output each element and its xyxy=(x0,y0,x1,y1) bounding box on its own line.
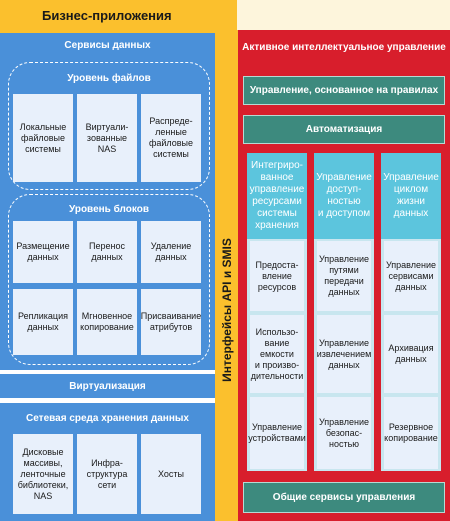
column-card: Резервное копирование xyxy=(384,397,438,469)
file-level-group xyxy=(8,62,210,190)
file-card-label: Локальные файловые системы xyxy=(19,121,67,154)
block-card: Присваивание атрибутов xyxy=(141,289,201,355)
api-smis-label: Интерфейсы API и SMIS xyxy=(219,238,234,382)
file-card-label: Распреде- ленные файловые системы xyxy=(148,116,194,159)
rules-bar: Управление, основанное на правилах xyxy=(243,76,445,105)
column-title: Управление циклом жизни данных xyxy=(383,172,439,219)
column-card: Управление безопас- ностью xyxy=(317,397,371,469)
network-card-label: Инфра- структура сети xyxy=(86,457,128,490)
block-card-label: Присваивание атрибутов xyxy=(140,311,202,332)
block-card-label: Перенос данных xyxy=(89,241,125,262)
file-card: Распреде- ленные файловые системы xyxy=(141,94,201,182)
column-card-label: Резервное копирование xyxy=(384,422,438,443)
file-card: Локальные файловые системы xyxy=(13,94,73,182)
network-card-label: Дисковые массивы, ленточные библиотеки, … xyxy=(17,446,69,501)
block-card-label: Репликация данных xyxy=(18,311,68,332)
network-title: Сетевая среда хранения данных xyxy=(26,412,189,424)
column-card-label: Управление устройствами xyxy=(248,422,306,443)
business-apps-title: Бизнес-приложения xyxy=(42,8,172,23)
block-card: Размещение данных xyxy=(13,221,73,283)
api-smis-column xyxy=(215,33,238,521)
block-level-group xyxy=(8,194,210,365)
column-card-label: Управление извлечением данных xyxy=(316,337,372,370)
network-card: Хосты xyxy=(141,434,201,514)
column-title: Интегриро- ванное управление ресурсами с… xyxy=(249,160,305,231)
active-management-title: Активное интеллектуальное управление xyxy=(242,41,446,53)
column-card: Использо- вание емкости и произво- дител… xyxy=(250,315,304,393)
top-right-background xyxy=(237,0,450,30)
column-card: Управление извлечением данных xyxy=(317,315,371,393)
network-card-label: Хосты xyxy=(158,468,184,479)
block-card: Удаление данных xyxy=(141,221,201,283)
column-card-label: Архивация данных xyxy=(388,343,434,364)
column-card-label: Управление безопас- ностью xyxy=(318,416,370,449)
column-header: Интегриро- ванное управление ресурсами с… xyxy=(247,153,307,239)
virtualization-bar: Виртуализация xyxy=(0,374,215,398)
column-card: Архивация данных xyxy=(384,315,438,393)
file-card-label: Виртуали- зованные NAS xyxy=(85,121,129,154)
block-card-label: Мгновенное копирование xyxy=(80,311,134,332)
column-header: Управление доступ- ностью и доступом xyxy=(314,153,374,239)
block-card: Мгновенное копирование xyxy=(77,289,137,355)
column-card: Управление сервисами данных xyxy=(384,241,438,311)
column-card-label: Предоста- вление ресурсов xyxy=(255,259,299,292)
block-card: Репликация данных xyxy=(13,289,73,355)
automation-bar: Автоматизация xyxy=(243,115,445,144)
column-card-label: Управление путями передачи данных xyxy=(318,254,370,297)
file-level-title: Уровень файлов xyxy=(67,72,151,84)
file-card: Виртуали- зованные NAS xyxy=(77,94,137,182)
block-card-label: Размещение данных xyxy=(16,241,70,262)
data-services-title: Сервисы данных xyxy=(64,39,151,51)
column-title: Управление доступ- ностью и доступом xyxy=(316,172,372,219)
block-card-label: Удаление данных xyxy=(150,241,192,262)
block-card: Перенос данных xyxy=(77,221,137,283)
column-card-label: Управление сервисами данных xyxy=(385,259,437,292)
column-card-label: Использо- вание емкости и произво- дител… xyxy=(250,326,304,381)
api-smis-label-wrap: Интерфейсы API и SMIS xyxy=(213,150,240,470)
network-card: Инфра- структура сети xyxy=(77,434,137,514)
network-card: Дисковые массивы, ленточные библиотеки, … xyxy=(13,434,73,514)
column-header: Управление циклом жизни данных xyxy=(381,153,441,239)
block-level-title: Уровень блоков xyxy=(69,203,149,215)
column-card: Управление устройствами xyxy=(248,397,306,469)
common-services-bar: Общие сервисы управления xyxy=(243,482,445,513)
column-card: Предоста- вление ресурсов xyxy=(250,241,304,311)
column-card: Управление путями передачи данных xyxy=(317,241,371,311)
